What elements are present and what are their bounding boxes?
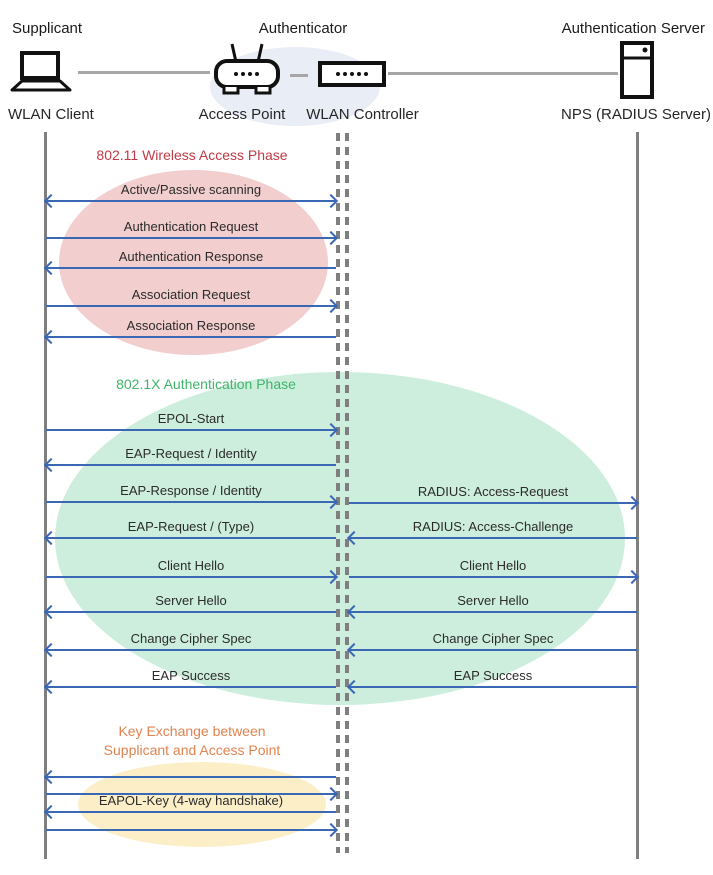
message-label: Association Request xyxy=(131,287,251,302)
arrow-line xyxy=(349,502,637,504)
message-label: Active/Passive scanning xyxy=(120,182,262,197)
arrow-line xyxy=(46,793,336,795)
arrow-line xyxy=(46,537,336,539)
arrow-line xyxy=(46,576,336,578)
role-authentication-server: Authentication Server xyxy=(561,20,705,37)
arrow-line xyxy=(46,305,336,307)
message-server-hello-right: Server Hello xyxy=(346,591,637,620)
supplicant-lifeline xyxy=(44,132,47,859)
message-eapol-key-3: EAPOL-Key (4-way handshake) xyxy=(43,791,336,820)
access-point-icon xyxy=(214,43,280,95)
arrow-line xyxy=(46,811,336,813)
message-eapol-key-1 xyxy=(43,756,336,785)
arrow-line xyxy=(46,200,336,202)
message-label: EPOL-Start xyxy=(157,411,225,426)
message-label: EAP-Response / Identity xyxy=(120,483,262,498)
message-label: Server Hello xyxy=(457,593,529,608)
message-change-cipher-spec-left: Change Cipher Spec xyxy=(43,629,336,658)
arrow-line xyxy=(46,237,336,239)
message-client-hello-left: Client Hello xyxy=(46,556,339,585)
arrow-line xyxy=(46,611,336,613)
link-controller-server xyxy=(388,72,618,75)
controller-lifeline-right xyxy=(345,133,349,853)
message-authentication-response: Authentication Response xyxy=(43,247,336,276)
message-label: RADIUS: Access-Request xyxy=(417,484,569,499)
arrow-line xyxy=(349,686,637,688)
message-eap-request-identity: EAP-Request / Identity xyxy=(43,444,336,473)
message-radius-access-request: RADIUS: Access-Request xyxy=(349,482,640,511)
arrow-line xyxy=(46,649,336,651)
message-label: EAP-Request / (Type) xyxy=(127,519,255,534)
arrow-line xyxy=(46,776,336,778)
arrow-line xyxy=(349,576,637,578)
message-eap-success-left: EAP Success xyxy=(43,666,336,695)
message-label: Change Cipher Spec xyxy=(130,631,252,646)
message-label: EAP-Request / Identity xyxy=(125,446,257,461)
arrow-line xyxy=(349,649,637,651)
arrow-line xyxy=(46,267,336,269)
message-epol-start: EPOL-Start xyxy=(46,409,339,438)
role-authenticator: Authenticator xyxy=(258,20,348,37)
wlan-controller-icon xyxy=(318,61,386,87)
message-radius-access-challenge: RADIUS: Access-Challenge xyxy=(346,517,637,546)
message-server-hello-left: Server Hello xyxy=(43,591,336,620)
arrow-line xyxy=(46,464,336,466)
arrow-line xyxy=(46,686,336,688)
arrow-line xyxy=(46,336,336,338)
wireless-phase-title: 802.11 Wireless Access Phase xyxy=(96,147,288,163)
controller-lifeline-left xyxy=(336,133,340,853)
message-eap-response-identity: EAP-Response / Identity xyxy=(46,481,339,510)
message-label: Authentication Response xyxy=(118,249,264,264)
message-label: RADIUS: Access-Challenge xyxy=(412,519,574,534)
server-lifeline xyxy=(636,132,639,859)
message-eap-success-right: EAP Success xyxy=(346,666,637,695)
link-client-ap xyxy=(78,71,210,74)
role-supplicant: Supplicant xyxy=(12,20,83,37)
message-label: Association Response xyxy=(126,318,256,333)
message-label: EAP Success xyxy=(453,668,533,683)
message-authentication-request: Authentication Request xyxy=(46,217,339,246)
message-active-passive-scanning: Active/Passive scanning xyxy=(43,180,339,209)
key-exchange-phase-title: Key Exchange between Supplicant and Acce… xyxy=(57,722,327,760)
dot1x-phase-title: 802.1X Authentication Phase xyxy=(116,376,296,392)
message-label: Client Hello xyxy=(157,558,225,573)
arrow-line xyxy=(349,611,637,613)
message-label: Change Cipher Spec xyxy=(432,631,554,646)
key-exchange-title-line2: Supplicant and Access Point xyxy=(103,742,281,758)
arrow-line xyxy=(46,829,336,831)
arrow-line xyxy=(349,537,637,539)
message-label: Authentication Request xyxy=(123,219,259,234)
key-exchange-title-line1: Key Exchange between xyxy=(118,723,266,739)
arrow-line xyxy=(46,429,336,431)
message-change-cipher-spec-right: Change Cipher Spec xyxy=(346,629,637,658)
laptop-icon xyxy=(10,51,72,92)
label-wlan-controller: WLAN Controller xyxy=(306,106,419,123)
message-label: Server Hello xyxy=(155,593,227,608)
message-association-response: Association Response xyxy=(43,316,336,345)
message-association-request: Association Request xyxy=(46,285,339,314)
label-access-point: Access Point xyxy=(198,106,286,123)
message-label: EAPOL-Key (4-way handshake) xyxy=(98,793,284,808)
message-eapol-key-4 xyxy=(46,809,339,838)
label-nps-radius-server: NPS (RADIUS Server) xyxy=(560,106,712,123)
message-eapol-key-2 xyxy=(46,773,339,802)
message-label: EAP Success xyxy=(151,668,231,683)
message-label: Client Hello xyxy=(459,558,527,573)
message-client-hello-right: Client Hello xyxy=(349,556,640,585)
arrow-line xyxy=(46,501,336,503)
link-ap-controller xyxy=(290,74,308,77)
message-eap-request-type: EAP-Request / (Type) xyxy=(43,517,336,546)
server-icon xyxy=(620,41,654,99)
label-wlan-client: WLAN Client xyxy=(8,106,94,123)
